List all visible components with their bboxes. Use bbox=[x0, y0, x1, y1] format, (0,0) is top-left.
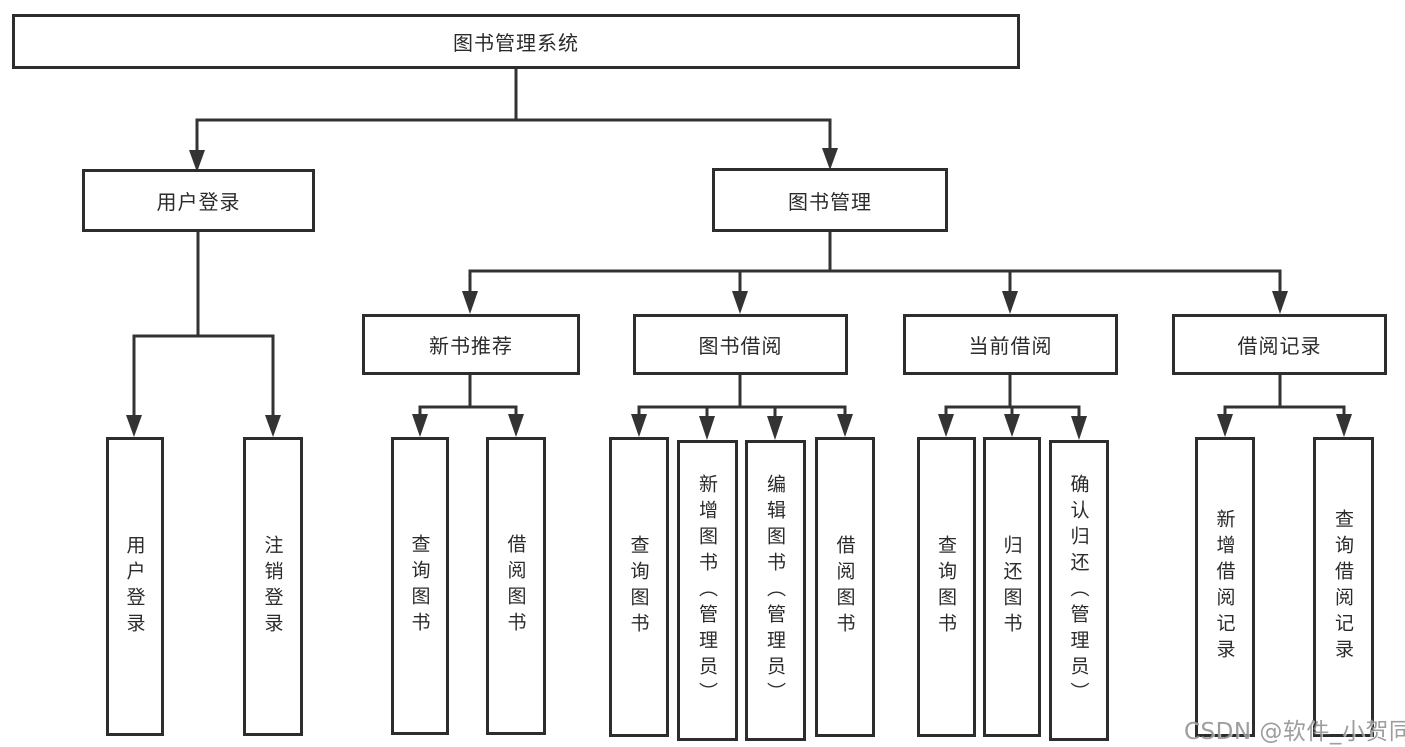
leaf-edit-books-admin: 编辑图书（管理员） bbox=[745, 440, 806, 741]
leaf-label: 注销登录 bbox=[261, 534, 284, 639]
node-user-login: 用户登录 bbox=[82, 169, 315, 232]
leaf-label: 归还图书 bbox=[1000, 535, 1023, 639]
leaf-query-books: 查询图书 bbox=[391, 437, 449, 735]
leaf-return-books: 归还图书 bbox=[983, 437, 1041, 737]
leaf-label: 查询图书 bbox=[935, 535, 957, 639]
leaf-label: 借阅图书 bbox=[833, 535, 856, 639]
connector-new-book bbox=[412, 375, 524, 437]
csdn-watermark: CSDN @软件_小贺同学 bbox=[1184, 719, 1405, 745]
node-borrowing-records: 借阅记录 bbox=[1172, 314, 1387, 375]
leaf-add-borrow-record: 新增借阅记录 bbox=[1195, 437, 1255, 737]
leaf-label: 确认归还（管理员） bbox=[1067, 473, 1090, 708]
leaf-borrow-books: 借阅图书 bbox=[815, 437, 875, 737]
leaf-borrow-books: 借阅图书 bbox=[486, 437, 546, 735]
leaf-label: 借阅图书 bbox=[504, 534, 527, 638]
leaf-label: 查询图书 bbox=[627, 535, 650, 639]
connector-user-login bbox=[126, 232, 281, 437]
connector-root bbox=[189, 68, 838, 172]
connector-book-borrow bbox=[631, 375, 853, 440]
leaf-label: 查询借阅记录 bbox=[1332, 509, 1354, 665]
leaf-confirm-return-admin: 确认归还（管理员） bbox=[1049, 440, 1109, 741]
leaf-query-borrow-record: 查询借阅记录 bbox=[1313, 437, 1374, 737]
leaf-logout: 注销登录 bbox=[243, 437, 303, 736]
node-book-management: 图书管理 bbox=[712, 168, 948, 232]
connector-current-borrow bbox=[938, 375, 1087, 440]
node-current-borrowing: 当前借阅 bbox=[903, 314, 1118, 375]
node-book-borrowing: 图书借阅 bbox=[633, 314, 848, 375]
leaf-label: 编辑图书（管理员） bbox=[764, 473, 786, 708]
node-new-book-recommendation: 新书推荐 bbox=[362, 314, 580, 375]
connector-borrow-records bbox=[1217, 375, 1352, 437]
leaf-query-books: 查询图书 bbox=[609, 437, 669, 737]
leaf-label: 查询图书 bbox=[408, 534, 431, 638]
leaf-query-books: 查询图书 bbox=[917, 437, 976, 737]
leaf-user-login: 用户登录 bbox=[106, 437, 164, 736]
node-library-management-system: 图书管理系统 bbox=[12, 14, 1020, 69]
leaf-label: 新增图书（管理员） bbox=[696, 473, 718, 708]
leaf-label: 新增借阅记录 bbox=[1213, 509, 1236, 665]
connector-book-management bbox=[462, 232, 1288, 314]
leaf-add-books-admin: 新增图书（管理员） bbox=[677, 440, 738, 741]
leaf-label: 用户登录 bbox=[123, 534, 146, 639]
